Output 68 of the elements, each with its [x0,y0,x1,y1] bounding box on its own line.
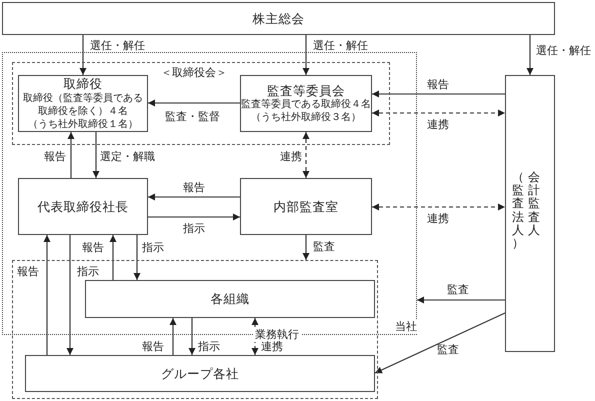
edge-label: 選任・解任 [313,39,368,52]
box-title: 各組織 [210,291,250,307]
region-label: 業務執行 [253,327,301,342]
edge-label: 監査 [313,240,335,254]
arrow [372,204,505,210]
edge-label: 選任・解任 [90,39,145,52]
arrow [302,132,310,178]
arrow [148,214,240,220]
edge-label: 報告 [82,241,104,254]
edge-label: 指示 [77,265,99,278]
edge-label: 連携 [427,118,449,132]
box-title: グループ各社 [161,366,239,382]
group-boundary [12,62,390,145]
edge-label: 指示 [183,222,205,236]
edge-label: 指示 [142,241,164,254]
organization-box [18,75,148,132]
box-text: （うち社外取締役１名） [28,118,138,131]
edge-label: 報告 [142,340,164,354]
arrow [134,235,140,280]
arrow [148,100,240,106]
edge-label: 報告 [427,78,449,92]
arrow [68,132,74,178]
group-boundary [12,260,378,399]
box-title: 代表取締役社長 [38,198,128,214]
arrow [80,35,86,75]
vertical-text: 会計監査人 [528,171,540,239]
arrow [66,235,74,355]
arrow [372,110,505,116]
arrow [302,235,310,260]
edge-label: 監査 [447,283,469,296]
box-text: 監査等委員である取締役４名 [241,98,371,112]
box-title: 監査等委員会 [267,82,345,98]
edge-label: 監査・監督 [165,110,220,124]
organization-box [25,355,375,392]
arrow [374,312,506,374]
edge-label: 報告 [17,265,39,278]
vertical-text: （監査法人） [512,171,524,250]
organization-box [18,178,148,235]
box-text: （うち社外取締役３名） [251,111,361,124]
arrow [110,235,116,280]
organization-box [85,280,375,318]
edge-label: 報告 [44,150,66,164]
edge-label: 選任・解任 [536,44,591,58]
edge-label: 連携 [280,150,302,164]
arrow [148,194,240,200]
box-text: 取締役（監査等委員である取締役を除く）４名 [22,92,144,118]
organization-box [505,75,555,352]
edge-label: 連携 [427,212,449,226]
arrow [417,296,505,304]
box-title: 株主総会 [252,10,304,26]
edge-label: 選定・解職 [100,150,155,164]
region-label: 当社 [393,319,419,334]
arrow [44,235,50,355]
arrow [170,318,176,355]
arrow [302,35,310,75]
arrow [188,318,196,355]
edge-label: 報告 [183,181,205,194]
organization-box [2,2,555,35]
edge-label: 監査 [437,343,459,356]
arrow [92,132,100,178]
box-title: 取締役 [64,76,102,92]
arrow [526,35,534,75]
box-title: 内部監査室 [274,198,338,214]
edge-label: 連携 [261,340,283,354]
organization-box [240,178,372,235]
organization-box [240,75,372,132]
edge-label: 指示 [198,340,220,354]
arrow [372,90,505,98]
